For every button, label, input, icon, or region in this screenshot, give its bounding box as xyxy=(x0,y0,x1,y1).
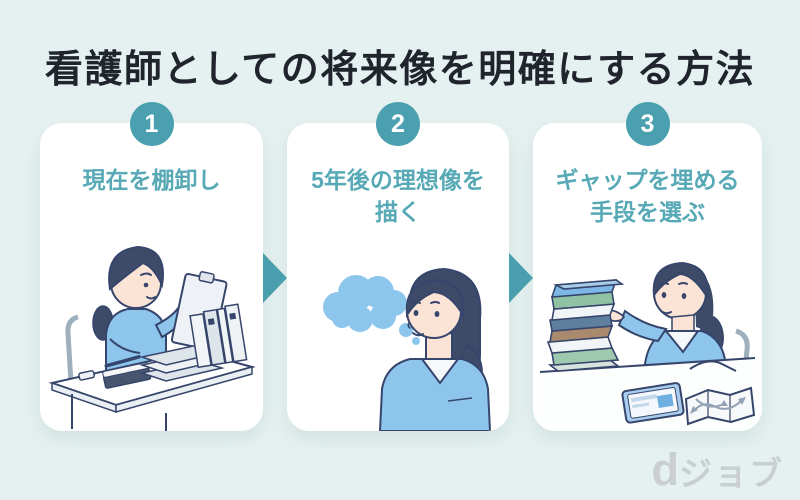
brand-logo-text: ジョブ xyxy=(679,455,784,492)
thought-cloud-icon xyxy=(323,275,420,345)
step-card-1: 1 現在を棚卸し xyxy=(40,102,263,431)
step-heading-line: 描く xyxy=(374,199,421,226)
step-arrow-icon xyxy=(263,253,287,303)
step-number-badge: 2 xyxy=(376,102,420,146)
page-title: 看護師としての将来像を明確にする方法 xyxy=(44,49,756,91)
step-number-badge: 3 xyxy=(625,102,670,146)
brand-logo: d ジョブ xyxy=(652,447,785,492)
step-card-3: 3 ギャップを埋める 手段を選ぶ xyxy=(533,102,762,431)
step-arrow-icon xyxy=(509,253,533,303)
step-heading-line: ギャップを埋める xyxy=(555,167,740,193)
step-illustration-wrap xyxy=(287,232,509,431)
step-heading: 5年後の理想像を 描く xyxy=(311,164,485,232)
nurse-choosing-books-tablet-map-illustration xyxy=(540,261,755,431)
step-illustration-wrap xyxy=(533,232,762,431)
nurse-thought-cloud-illustration xyxy=(323,267,492,431)
step-heading: ギャップを埋める 手段を選ぶ xyxy=(556,164,740,232)
step-card-2: 2 5年後の理想像を 描く xyxy=(287,102,509,431)
map-icon xyxy=(684,386,755,426)
step-heading: 現在を棚卸し xyxy=(83,164,221,232)
nurse-taking-stock-at-desk-illustration xyxy=(47,245,256,431)
step-heading-line: 現在を棚卸し xyxy=(82,167,221,193)
brand-logo-d: d xyxy=(651,444,680,495)
step-heading-line: 手段を選ぶ xyxy=(590,199,705,226)
step-number-badge: 1 xyxy=(129,102,174,146)
step-illustration-wrap xyxy=(40,232,263,431)
step-heading-line: 5年後の理想像を xyxy=(311,167,485,193)
